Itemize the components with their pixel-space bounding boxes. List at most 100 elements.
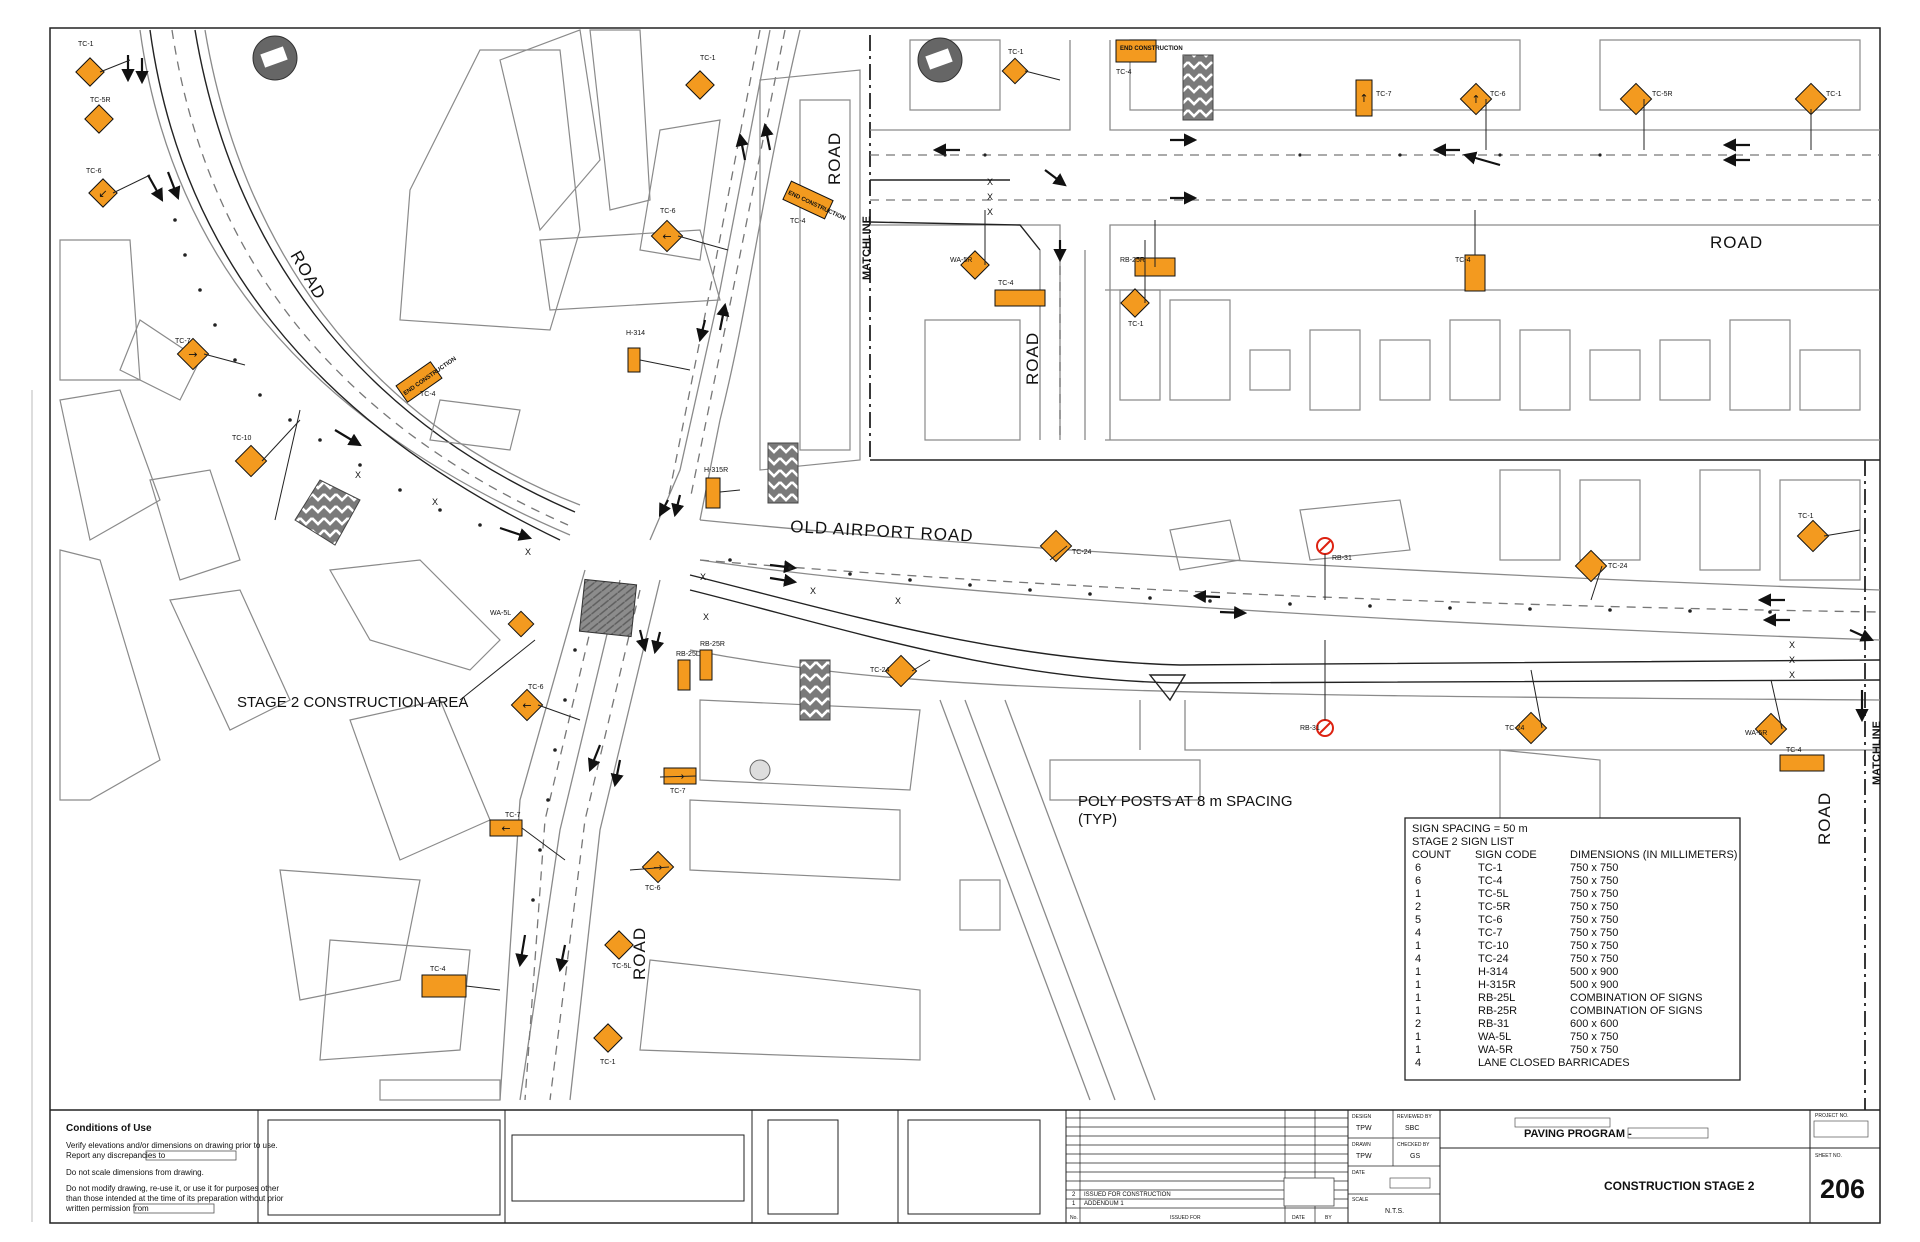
svg-text:H-315R: H-315R <box>1478 979 1516 991</box>
label-tc1-inset: TC-1 <box>1128 321 1144 328</box>
sign-tc24-3 <box>884 654 918 688</box>
svg-text:750 x 750: 750 x 750 <box>1570 901 1618 913</box>
svg-text:CHECKED BY: CHECKED BY <box>1397 1142 1430 1148</box>
svg-text:X: X <box>1789 670 1795 680</box>
callout-poly-posts-2: (TYP) <box>1078 811 1117 828</box>
svg-text:TPW: TPW <box>1356 1153 1372 1160</box>
svg-text:6: 6 <box>1415 862 1421 874</box>
svg-text:←: ← <box>501 822 510 835</box>
svg-text:ISSUED FOR CONSTRUCTION: ISSUED FOR CONSTRUCTION <box>1084 1192 1171 1198</box>
svg-text:N.T.S.: N.T.S. <box>1385 1208 1404 1215</box>
table-row: 1 RB-25L COMBINATION OF SIGNS <box>1415 992 1702 1004</box>
label-rb25l: RB-25L <box>676 651 700 658</box>
svg-text:X: X <box>1789 640 1795 650</box>
road-label-north: ROAD <box>825 132 844 185</box>
sign-rb25l <box>677 659 691 691</box>
svg-text:COMBINATION OF SIGNS: COMBINATION OF SIGNS <box>1570 1005 1702 1017</box>
sign-tc4-sw <box>421 974 467 998</box>
label-tc24-2: TC-24 <box>1608 563 1628 570</box>
label-tc4-inset-n: TC-4 <box>1116 69 1132 76</box>
svg-text:SCALE: SCALE <box>1352 1197 1369 1203</box>
label-tc4-end2: TC-4 <box>420 391 436 398</box>
logo-box-2 <box>511 1134 745 1202</box>
svg-text:WA-5R: WA-5R <box>1478 1044 1513 1056</box>
svg-text:ADDENDUM 1: ADDENDUM 1 <box>1084 1201 1124 1207</box>
svg-text:COMBINATION OF SIGNS: COMBINATION OF SIGNS <box>1570 992 1702 1004</box>
svg-text:X: X <box>700 572 706 582</box>
callout-construction-area: STAGE 2 CONSTRUCTION AREA <box>237 694 468 711</box>
label-tc6-inset: TC-6 <box>1490 91 1506 98</box>
sign-tc24-4 <box>1514 711 1548 745</box>
svg-text:DATE: DATE <box>1352 1170 1366 1176</box>
svg-text:1: 1 <box>1415 966 1421 978</box>
matchline-left: MATCHLINE <box>861 216 873 280</box>
svg-text:X: X <box>703 612 709 622</box>
svg-text:Report any discrepancies to: Report any discrepancies to <box>66 1151 166 1160</box>
svg-text:TC-6: TC-6 <box>1478 914 1502 926</box>
svg-text:1: 1 <box>1415 940 1421 952</box>
sign-end-construction-1 <box>395 361 443 403</box>
sign-wa5r <box>1754 712 1788 746</box>
svg-text:X: X <box>432 497 438 507</box>
svg-text:DATE: DATE <box>1292 1215 1306 1221</box>
svg-text:Verify elevations and/or dimen: Verify elevations and/or dimensions on d… <box>66 1141 278 1150</box>
svg-text:X: X <box>1789 655 1795 665</box>
sign-list-heading: STAGE 2 SIGN LIST <box>1412 836 1514 848</box>
svg-text:LANE CLOSED BARRICADES: LANE CLOSED BARRICADES <box>1478 1057 1630 1069</box>
sign-tc1-inset-e <box>1794 82 1828 116</box>
label-rb31-1: RB-31 <box>1332 555 1352 562</box>
sign-labels: TC-1 TC-5R TC-6 TC-7 TC-10 TC-6 H-314 H-… <box>78 41 1842 1066</box>
label-tc6-n: TC-6 <box>660 208 676 215</box>
label-tc1-e: TC-1 <box>1798 513 1814 520</box>
label-tc4-inset: TC-4 <box>998 280 1014 287</box>
label-tc1-s: TC-1 <box>600 1059 616 1066</box>
sheet-number: 206 <box>1820 1174 1865 1204</box>
label-tc10: TC-10 <box>232 435 252 442</box>
svg-text:1: 1 <box>1415 992 1421 1004</box>
svg-text:RB-25R: RB-25R <box>1478 1005 1517 1017</box>
svg-text:WA-5L: WA-5L <box>1478 1031 1511 1043</box>
label-tc24-3: TC-24 <box>870 667 890 674</box>
svg-text:X: X <box>987 192 993 202</box>
label-wa5r: WA-5R <box>1745 730 1767 737</box>
svg-text:BY: BY <box>1325 1215 1332 1221</box>
svg-text:1: 1 <box>1415 1031 1421 1043</box>
svg-text:2: 2 <box>1415 901 1421 913</box>
label-tc5r-inset: TC-5R <box>1652 91 1673 98</box>
svg-text:750 x 750: 750 x 750 <box>1570 888 1618 900</box>
svg-text:TC-10: TC-10 <box>1478 940 1509 952</box>
svg-text:750 x 750: 750 x 750 <box>1570 862 1618 874</box>
label-rb25r: RB-25R <box>700 641 725 648</box>
svg-text:2: 2 <box>1072 1192 1076 1198</box>
svg-text:SHEET NO.: SHEET NO. <box>1815 1153 1842 1159</box>
sign-tc7-w <box>176 337 210 371</box>
barricade-4 <box>1182 54 1214 121</box>
label-tc6-sw: TC-6 <box>528 684 544 691</box>
svg-text:TC-1: TC-1 <box>1478 862 1502 874</box>
label-tc1-nw: TC-1 <box>78 41 94 48</box>
svg-text:X: X <box>525 547 531 557</box>
svg-text:RB-25L: RB-25L <box>1478 992 1515 1004</box>
matchline-right: MATCHLINE <box>1871 721 1883 785</box>
svg-text:500 x 900: 500 x 900 <box>1570 979 1618 991</box>
sign-leaders <box>99 59 1861 991</box>
svg-text:4: 4 <box>1415 1057 1421 1069</box>
svg-text:6: 6 <box>1415 875 1421 887</box>
col-sign-code: SIGN CODE <box>1475 849 1537 861</box>
sign-h314 <box>627 347 641 373</box>
svg-text:REVIEWED BY: REVIEWED BY <box>1397 1114 1432 1120</box>
label-wa5l: WA-5L <box>490 610 511 617</box>
design-info: DESIGN TPW REVIEWED BY SBC DRAWN TPW CHE… <box>1348 1110 1441 1223</box>
label-tc4-inset-v: TC-4 <box>1455 257 1471 264</box>
svg-text:TC-4: TC-4 <box>1478 875 1502 887</box>
svg-text:TC-24: TC-24 <box>1478 953 1509 965</box>
sign-list-table: SIGN SPACING = 50 m STAGE 2 SIGN LIST CO… <box>1404 817 1741 1081</box>
logo-box-3 <box>767 1119 839 1215</box>
label-rb25-inset: RB-25R <box>1120 257 1145 264</box>
